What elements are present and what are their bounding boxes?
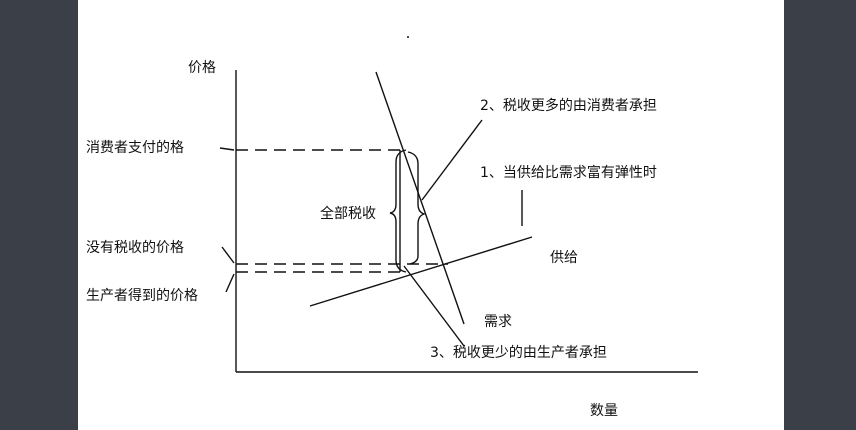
producer-burden-pointer — [403, 265, 465, 347]
supply-label: 供给 — [550, 250, 578, 266]
consumer-burden-label: 2、税收更多的由消费者承担 — [480, 97, 657, 114]
total-tax-brace — [389, 149, 407, 273]
demand-curve — [375, 71, 465, 325]
condition-label: 1、当供给比需求富有弹性时 — [480, 164, 657, 181]
consumer-share-brace — [407, 151, 427, 265]
stray-dot — [407, 36, 409, 38]
producer-price-label: 生产者得到的价格 — [86, 287, 198, 304]
consumer-price-pointer — [219, 147, 235, 151]
consumer-price-label: 消费者支付的格 — [86, 140, 184, 156]
no-tax-price-pointer — [221, 246, 235, 264]
no-tax-price-label: 没有税收的价格 — [86, 240, 184, 256]
x-axis-label: 数量 — [590, 403, 618, 419]
demand-label: 需求 — [484, 314, 512, 330]
diagram-canvas: 价格 数量 消费者支付的格 没有税收的价格 生产者得到的价格 全部税收 2、税收… — [78, 0, 784, 430]
y-axis-label: 价格 — [188, 60, 216, 76]
consumer-burden-pointer — [421, 119, 483, 201]
producer-burden-label: 3、税收更少的由生产者承担 — [430, 345, 607, 361]
producer-price-pointer — [225, 273, 235, 293]
supply-curve — [309, 236, 533, 307]
total-tax-label: 全部税收 — [320, 205, 376, 222]
tax-incidence-diagram: 价格 数量 消费者支付的格 没有税收的价格 生产者得到的价格 全部税收 2、税收… — [86, 36, 698, 419]
